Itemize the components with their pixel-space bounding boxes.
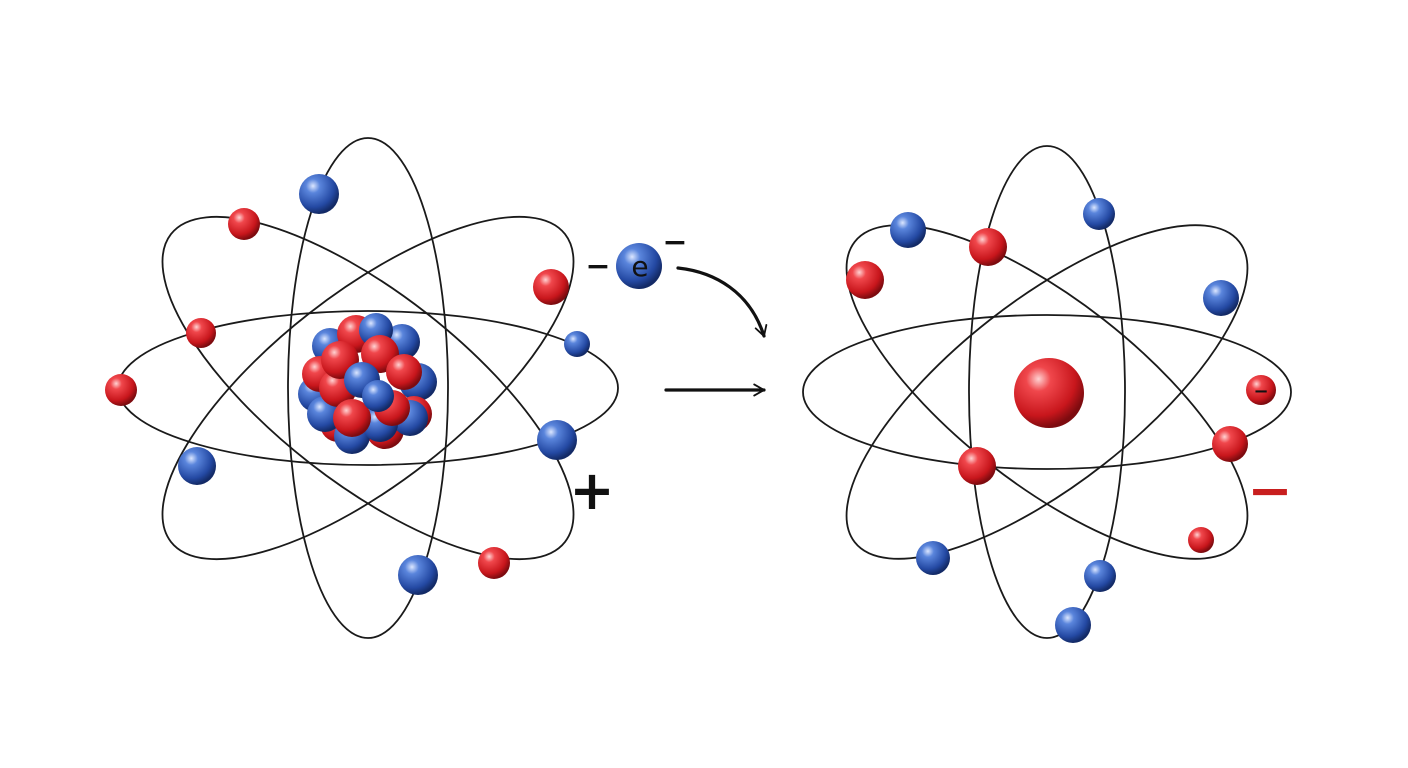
orbit-diagonal-a bbox=[161, 215, 575, 561]
nucleus-proton bbox=[362, 380, 394, 412]
orbital-particle-blue bbox=[1203, 280, 1239, 316]
orbital-particle-red bbox=[1246, 375, 1276, 405]
nucleus-neutron bbox=[386, 354, 422, 390]
orbital-particle-red bbox=[969, 228, 1007, 266]
orbital-particle-red bbox=[533, 269, 569, 305]
electron-particle bbox=[616, 243, 662, 289]
orbital-particle-red bbox=[478, 547, 510, 579]
electron-transfer-curved-arrow bbox=[676, 266, 768, 338]
orbital-particle-red bbox=[228, 208, 260, 240]
orbital-particle-blue bbox=[1084, 560, 1116, 592]
orbit-diagonal-b bbox=[161, 215, 575, 561]
ion-nucleus bbox=[1014, 358, 1084, 428]
electron-symbol: e bbox=[631, 250, 648, 283]
negative-sign: − bbox=[1247, 459, 1292, 522]
orbit-diagonal-b bbox=[845, 224, 1249, 560]
small-negative-sign: − bbox=[1253, 381, 1268, 402]
positive-sign: + bbox=[569, 459, 614, 522]
orbital-particle-red bbox=[186, 318, 216, 348]
orbital-particle-red bbox=[1188, 527, 1214, 553]
orbital-particle-red bbox=[105, 374, 137, 406]
neutral-atom-orbits bbox=[117, 137, 619, 639]
neutral-atom: + bbox=[105, 137, 619, 639]
ion-atom: − − bbox=[802, 145, 1293, 643]
orbital-particle-blue bbox=[398, 555, 438, 595]
orbital-particle-blue bbox=[178, 447, 216, 485]
orbital-particle-blue bbox=[1083, 198, 1115, 230]
orbit-vertical bbox=[287, 137, 449, 639]
ion-atom-electrons bbox=[846, 198, 1276, 643]
transferred-electron: − e − bbox=[585, 225, 768, 338]
nucleus-cluster bbox=[298, 313, 437, 454]
orbit-vertical bbox=[968, 145, 1126, 639]
orbital-particle-blue bbox=[564, 331, 590, 357]
orbital-particle-blue bbox=[537, 420, 577, 460]
nucleus-neutron bbox=[333, 399, 371, 437]
neutral-atom-electrons bbox=[105, 174, 590, 595]
orbital-particle-blue bbox=[299, 174, 339, 214]
orbital-particle-red bbox=[1212, 426, 1248, 462]
orbit-horizontal bbox=[802, 314, 1292, 470]
electron-charge-superscript: − bbox=[662, 225, 687, 260]
orbital-particle-blue bbox=[1055, 607, 1091, 643]
orbital-particle-red bbox=[846, 261, 884, 299]
orbital-particle-blue bbox=[890, 212, 926, 248]
orbital-particle-blue bbox=[916, 541, 950, 575]
orbital-particle-red bbox=[958, 447, 996, 485]
electron-lead-dash: − bbox=[585, 249, 610, 284]
